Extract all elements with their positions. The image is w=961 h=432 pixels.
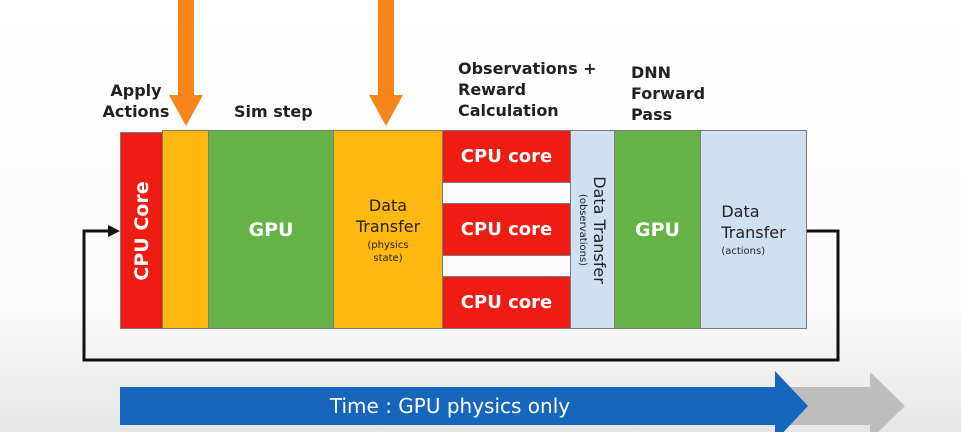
gpu-dnn-block: GPU (614, 130, 701, 329)
time-label: Time : GPU physics only (329, 394, 571, 418)
observations-label: Observations + Reward Calculation (458, 59, 597, 120)
dnn-forward-pass-label: DNN Forward Pass (631, 63, 706, 124)
data-transfer-actions-text: Data Transfer (actions) (721, 202, 786, 257)
down-arrow-apply (169, 0, 203, 126)
cpu-core-block-3: CPU core (442, 276, 571, 329)
time-arrow-blue (120, 371, 808, 432)
apply-actions-label: Apply Actions (102, 81, 170, 121)
cpu-core-block-2: CPU core (442, 203, 571, 256)
data-transfer-physics-block: Data Transfer (physics state) (333, 130, 443, 329)
gpu-sim-text: GPU (248, 218, 294, 241)
sim-step-label: Sim step (234, 102, 313, 121)
time-arrow-gray (780, 372, 905, 432)
gpu-dnn-text: GPU (635, 218, 680, 241)
gpu-sim-block: GPU (208, 130, 334, 329)
cpu-core-vertical-block: CPU Core (120, 132, 163, 329)
data-transfer-physics-text: Data Transfer (physics state) (355, 195, 421, 264)
apply-actions-block (162, 130, 209, 329)
loop-back-arrowhead (108, 225, 120, 237)
down-arrow-transfer (369, 0, 403, 126)
loop-back-line (82, 229, 840, 362)
data-transfer-actions-block: Data Transfer (actions) (700, 130, 807, 329)
